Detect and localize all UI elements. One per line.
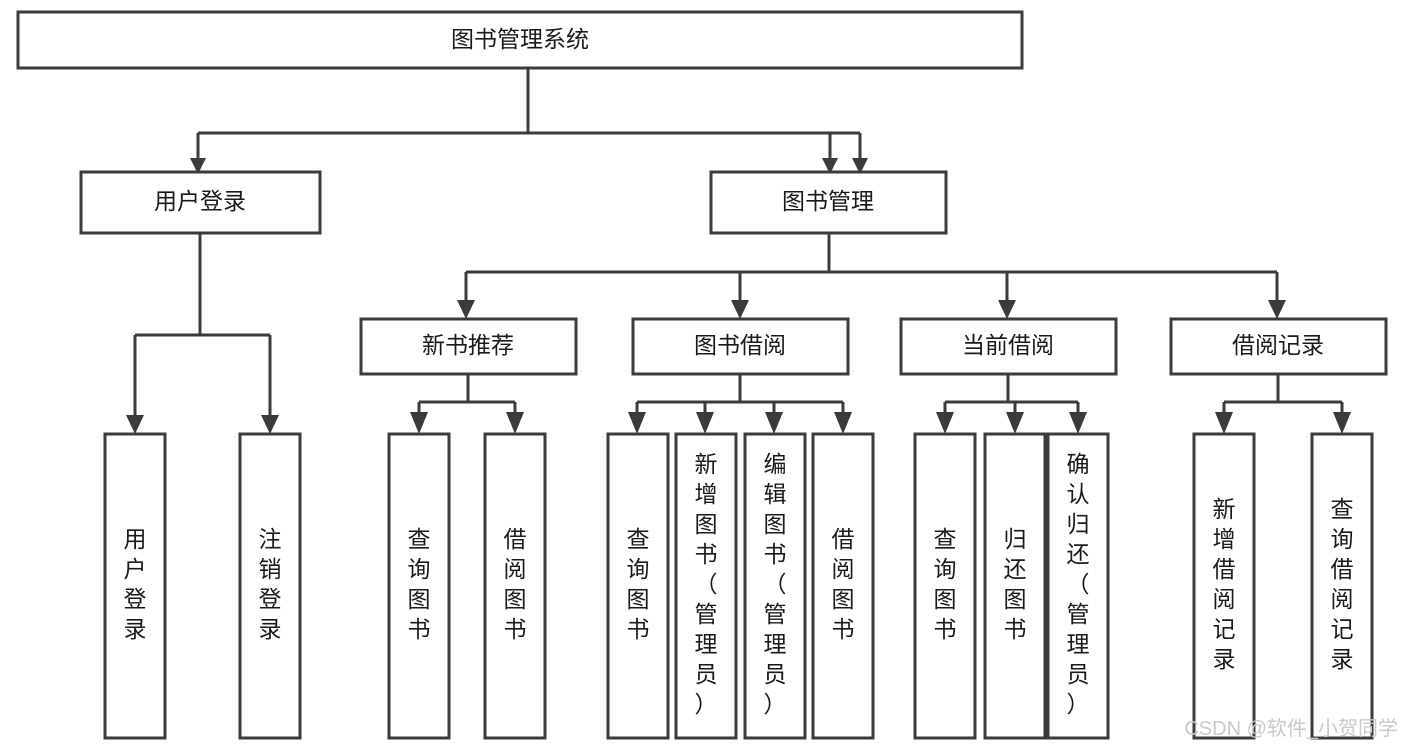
node-leaf-edit-book-label: 编辑图书（管理员） — [764, 451, 787, 717]
arrow-head-leaf-edit-book — [765, 412, 783, 434]
node-book-management-label: 图书管理 — [782, 188, 874, 214]
arrow-head-book-borrow — [731, 300, 749, 319]
edge-new-book-recommend-to-leaves — [410, 374, 524, 434]
node-leaf-return-book[interactable]: 归还图书 — [983, 432, 1047, 740]
edge-book-borrow-to-leaves — [628, 374, 852, 434]
node-leaf-query-book-1[interactable]: 查询图书 — [387, 432, 451, 740]
node-leaf-return-book-label: 归还图书 — [1004, 526, 1027, 642]
node-new-book-recommend-label: 新书推荐 — [422, 332, 514, 358]
node-leaf-query-book-2[interactable]: 查询图书 — [606, 432, 670, 740]
node-borrow-record-label: 借阅记录 — [1232, 332, 1324, 358]
node-book-borrow[interactable]: 图书借阅 — [631, 317, 850, 376]
node-leaf-query-book-1-label: 查询图书 — [408, 526, 431, 642]
node-user-login[interactable]: 用户登录 — [79, 170, 322, 235]
node-leaf-add-book[interactable]: 新增图书（管理员） — [674, 432, 738, 740]
node-borrow-record[interactable]: 借阅记录 — [1169, 317, 1388, 376]
node-leaf-confirm-return-label: 确认归还（管理员） — [1067, 451, 1090, 717]
arrow-head-leaf-query-record — [1333, 412, 1351, 434]
node-leaf-add-record[interactable]: 新增借阅记录 — [1192, 432, 1256, 740]
arrow-head-leaf-logout-login — [261, 415, 279, 434]
arrow-head-book-management-2 — [852, 158, 868, 174]
node-leaf-add-book-label: 新增图书（管理员） — [695, 451, 718, 717]
node-current-borrow[interactable]: 当前借阅 — [899, 317, 1118, 376]
edge-current-borrow-to-leaves — [936, 374, 1087, 434]
node-leaf-edit-book[interactable]: 编辑图书（管理员） — [743, 432, 807, 740]
arrow-head-leaf-query-book-2 — [628, 412, 646, 434]
arrow-head-borrow-record — [1268, 300, 1286, 319]
arrow-head-leaf-confirm-return — [1069, 412, 1087, 434]
node-leaf-query-book-3-label: 查询图书 — [934, 526, 957, 642]
node-leaf-borrow-book-1-label: 借阅图书 — [504, 526, 527, 642]
arrow-head-leaf-user-login — [126, 415, 144, 434]
node-leaf-query-book-3[interactable]: 查询图书 — [913, 432, 977, 740]
node-leaf-confirm-return[interactable]: 确认归还（管理员） — [1046, 432, 1110, 740]
node-current-borrow-label: 当前借阅 — [962, 332, 1054, 358]
arrow-head-leaf-add-record — [1215, 412, 1233, 434]
node-leaf-query-record-label: 查询借阅记录 — [1331, 496, 1354, 672]
arrow-head-leaf-return-book — [1006, 412, 1024, 434]
node-leaf-user-login[interactable]: 用户登录 — [103, 432, 167, 740]
arrow-head-current-borrow — [998, 300, 1016, 319]
node-leaf-query-book-2-label: 查询图书 — [627, 526, 650, 642]
edge-root-to-level2 — [190, 68, 868, 174]
node-leaf-borrow-book-2-label: 借阅图书 — [832, 526, 855, 642]
csdn-watermark: CSDN @软件_小贺同学 — [1184, 717, 1398, 740]
node-leaf-query-record[interactable]: 查询借阅记录 — [1310, 432, 1374, 740]
arrow-head-leaf-query-book-3 — [936, 412, 954, 434]
node-leaf-logout-login[interactable]: 注销登录 — [238, 432, 302, 740]
node-book-borrow-label: 图书借阅 — [694, 332, 786, 358]
arrow-head-leaf-borrow-book-1 — [506, 412, 524, 434]
edge-borrow-record-to-leaves — [1215, 374, 1351, 434]
node-leaf-user-login-label: 用户登录 — [124, 526, 147, 642]
edge-user-login-to-leaves — [126, 233, 279, 434]
arrow-head-book-management — [822, 158, 838, 174]
arrow-head-leaf-query-book-1 — [410, 412, 428, 434]
node-leaf-borrow-book-1[interactable]: 借阅图书 — [483, 432, 547, 740]
node-new-book-recommend[interactable]: 新书推荐 — [359, 317, 578, 376]
edge-book-management-to-level3 — [457, 233, 1286, 319]
arrow-head-leaf-borrow-book-2 — [834, 412, 852, 434]
node-book-management[interactable]: 图书管理 — [709, 170, 948, 235]
arrow-head-new-book-recommend — [457, 300, 475, 319]
node-leaf-add-record-label: 新增借阅记录 — [1213, 496, 1236, 672]
arrow-head-leaf-add-book — [696, 412, 714, 434]
node-leaf-logout-login-label: 注销登录 — [259, 526, 282, 642]
node-root-label: 图书管理系统 — [451, 26, 589, 52]
node-leaf-borrow-book-2[interactable]: 借阅图书 — [811, 432, 875, 740]
arrow-head-user-login — [190, 158, 206, 174]
node-root[interactable]: 图书管理系统 — [16, 10, 1024, 70]
node-user-login-label: 用户登录 — [154, 188, 246, 214]
